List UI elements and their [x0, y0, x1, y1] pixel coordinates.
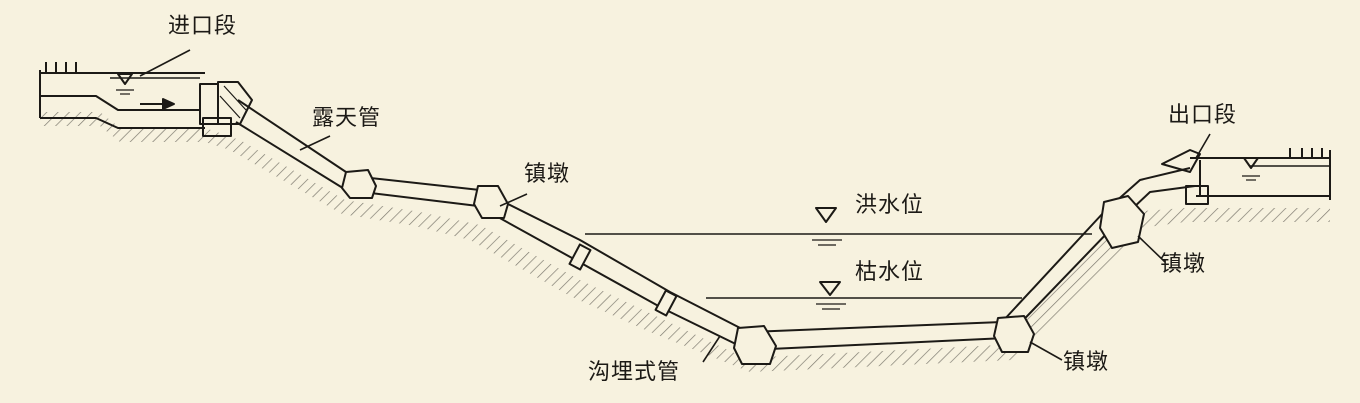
exposed-pipe-label: 露天管 — [312, 106, 382, 131]
leader-lines — [139, 49, 1211, 363]
anchor-blocks — [341, 169, 1145, 365]
inlet-section — [39, 62, 253, 137]
anchor-block-label-2: 镇墩 — [1160, 252, 1207, 277]
anchor-block-label-1: 镇墩 — [524, 162, 571, 187]
outlet-section — [1161, 148, 1331, 205]
outlet-label: 出口段 — [1168, 103, 1238, 128]
water-levels — [585, 207, 1092, 310]
buried-pipe-label: 沟埋式管 — [588, 360, 681, 385]
dry-level-label: 枯水位 — [855, 260, 925, 285]
flood-level-label: 洪水位 — [855, 193, 925, 218]
inlet-label: 进口段 — [168, 14, 238, 39]
anchor-block-label-3: 镇墩 — [1063, 350, 1110, 375]
ground-hatching — [40, 112, 1330, 372]
